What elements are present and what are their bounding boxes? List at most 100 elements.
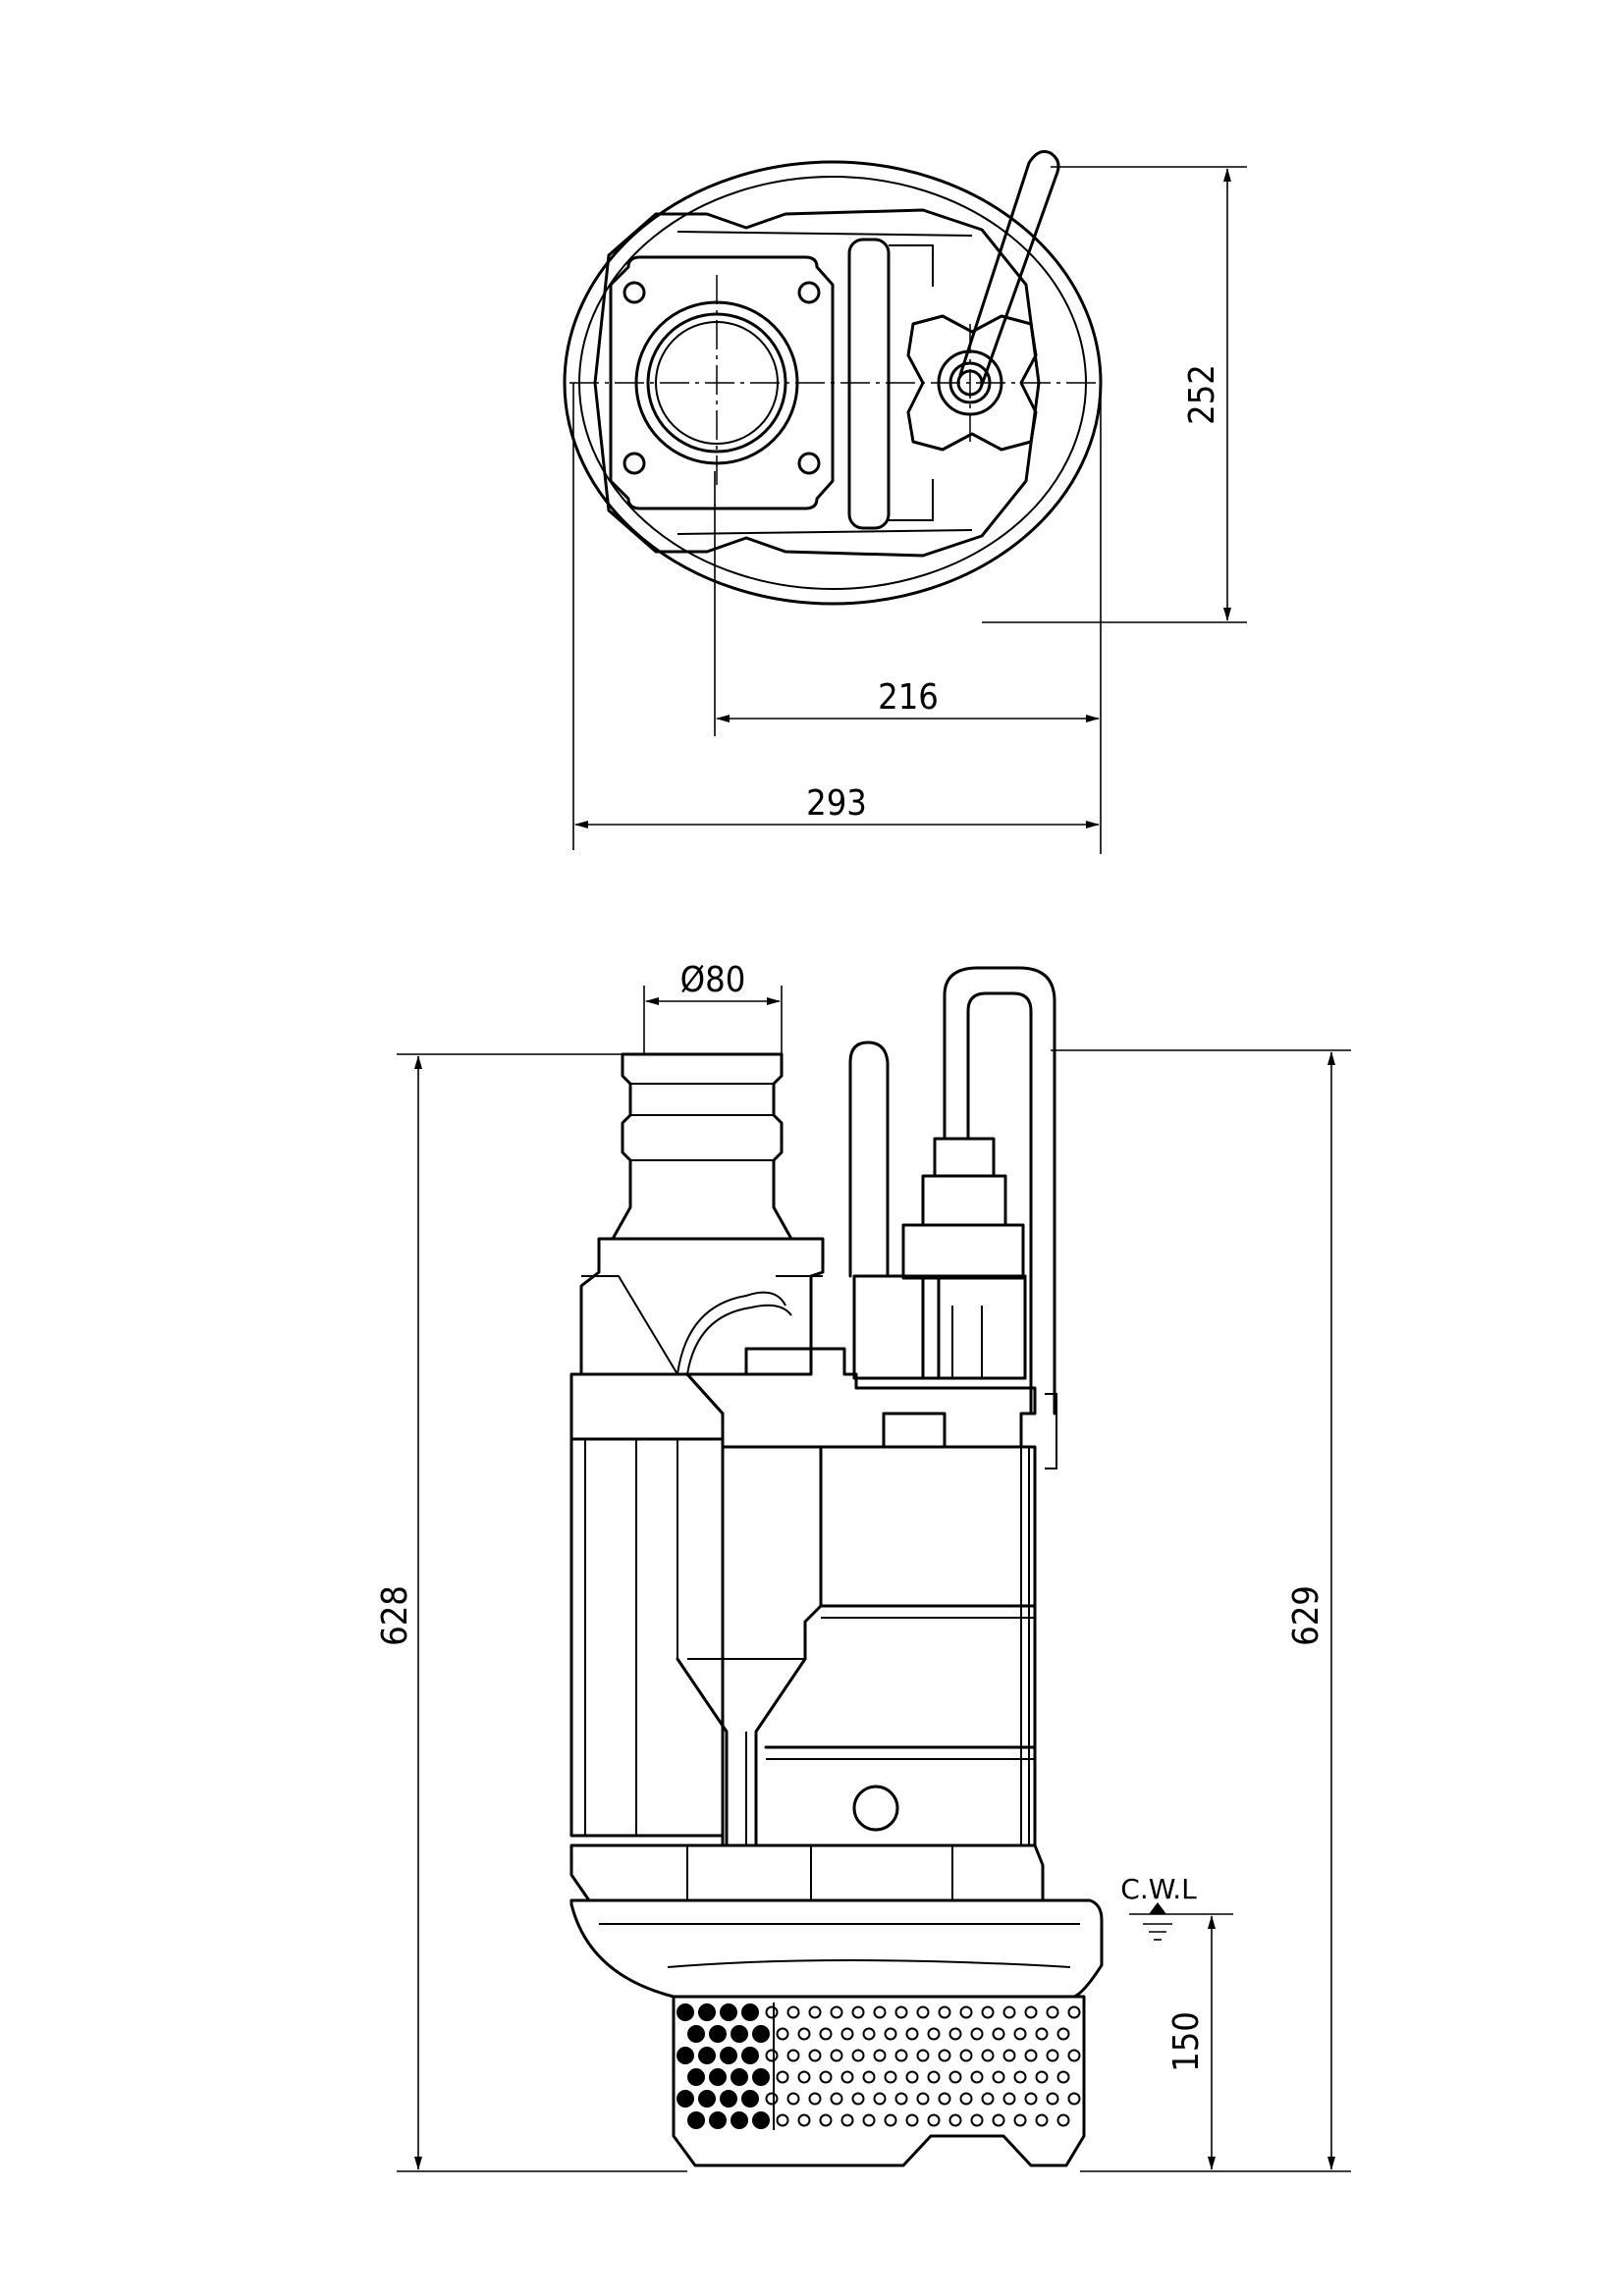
- strainer-hole: [927, 2070, 941, 2084]
- strainer-holes: [677, 2003, 1081, 2129]
- strainer-hole: [981, 2005, 995, 2019]
- outlet-flange: [609, 255, 835, 510]
- strainer-hole: [720, 2047, 737, 2064]
- lifting-handle: [958, 149, 1060, 387]
- strainer-hole: [840, 2070, 854, 2084]
- seal-chamber: [754, 1445, 823, 1847]
- strainer-hole: [677, 2003, 694, 2021]
- strainer-hole: [1013, 2070, 1027, 2084]
- strainer-hole: [884, 2027, 897, 2041]
- strainer-hole: [786, 2092, 800, 2106]
- strainer-hole: [797, 2070, 811, 2084]
- motor-casing-left: [569, 1372, 725, 1441]
- strainer-hole: [698, 2047, 716, 2064]
- strainer-hole: [776, 2027, 789, 2041]
- strainer-hole: [687, 2111, 705, 2129]
- strainer-hole: [905, 2027, 919, 2041]
- strainer-hole: [687, 2068, 705, 2086]
- strainer-hole: [709, 2068, 727, 2086]
- top-view-dimensions: 252 216 293: [572, 166, 1247, 854]
- strainer-hole: [687, 2025, 705, 2043]
- strainer-hole: [698, 2003, 716, 2021]
- dim-outlet-diameter: Ø80: [680, 960, 746, 1000]
- strainer-hole: [1035, 2070, 1049, 2084]
- motor-head-outline: [593, 208, 1041, 558]
- dim-height-left: 628: [375, 1585, 415, 1646]
- strainer-hole: [1067, 2005, 1081, 2019]
- strainer-hole: [677, 2047, 694, 2064]
- strainer-hole: [830, 2049, 843, 2062]
- strainer-hole: [862, 2027, 876, 2041]
- strainer-hole: [830, 2005, 843, 2019]
- side-lifting-handle: [943, 966, 1056, 1415]
- dim-width-overall: 293: [806, 783, 867, 824]
- strainer-hole: [786, 2049, 800, 2062]
- strainer-hole: [905, 2070, 919, 2084]
- strainer-hole: [981, 2049, 995, 2062]
- strainer-hole: [808, 2092, 822, 2106]
- strainer-hole: [741, 2047, 759, 2064]
- strainer-hole: [862, 2113, 876, 2127]
- strainer-hole: [1035, 2113, 1049, 2127]
- strainer-hole: [948, 2113, 962, 2127]
- strainer-hole: [776, 2070, 789, 2084]
- strainer-hole: [1056, 2070, 1070, 2084]
- strainer-hole: [894, 2005, 908, 2019]
- dim-cwl: 150: [1166, 2011, 1207, 2072]
- strainer-hole: [959, 2005, 973, 2019]
- strainer-hole: [808, 2005, 822, 2019]
- strainer-hole: [862, 2070, 876, 2084]
- strainer-hole: [992, 2027, 1005, 2041]
- strainer-hole: [1002, 2092, 1016, 2106]
- side-view-dimensions: Ø80 628 629 C.W.L 150: [375, 960, 1351, 2172]
- strainer-hole: [927, 2027, 941, 2041]
- strainer-hole: [948, 2070, 962, 2084]
- strainer-hole: [765, 2049, 779, 2062]
- strainer-hole: [1046, 2092, 1059, 2106]
- strainer-hole: [808, 2049, 822, 2062]
- cable-gland-box: [906, 314, 1038, 452]
- strainer-hole: [765, 2092, 779, 2106]
- strainer-hole: [992, 2113, 1005, 2127]
- strainer: [672, 1995, 1086, 2167]
- dim-height-top: 252: [1182, 364, 1222, 425]
- strainer-hole: [1035, 2027, 1049, 2041]
- cable-gland: [921, 1174, 1007, 1227]
- strainer-hole: [948, 2027, 962, 2041]
- strainer-hole: [1002, 2049, 1016, 2062]
- inspection-plug: [852, 1785, 899, 1832]
- strainer-hole: [741, 2090, 759, 2108]
- strainer-hole: [927, 2113, 941, 2127]
- strainer-hole: [819, 2113, 833, 2127]
- strainer-hole: [981, 2092, 995, 2106]
- strainer-hole: [959, 2049, 973, 2062]
- strainer-hole: [970, 2070, 984, 2084]
- strainer-hole: [1056, 2027, 1070, 2041]
- dim-width-partial: 216: [878, 677, 939, 718]
- strainer-hole: [970, 2027, 984, 2041]
- strainer-hole: [752, 2068, 770, 2086]
- terminal-box: [852, 1274, 941, 1380]
- strainer-hole: [731, 2111, 748, 2129]
- strainer-hole: [765, 2005, 779, 2019]
- strainer-hole: [720, 2090, 737, 2108]
- strainer-hole: [884, 2070, 897, 2084]
- strainer-hole: [851, 2005, 865, 2019]
- strainer-hole: [1024, 2049, 1038, 2062]
- strainer-hole: [1024, 2092, 1038, 2106]
- strainer-hole: [752, 2111, 770, 2129]
- strainer-hole: [894, 2092, 908, 2106]
- strainer-hole: [677, 2090, 694, 2108]
- strainer-hole: [873, 2049, 887, 2062]
- strainer-hole: [709, 2111, 727, 2129]
- strainer-hole: [1067, 2092, 1081, 2106]
- strainer-hole: [819, 2027, 833, 2041]
- top-view: [563, 149, 1103, 606]
- strainer-hole: [873, 2005, 887, 2019]
- strainer-hole: [1046, 2005, 1059, 2019]
- strainer-hole: [720, 2003, 737, 2021]
- discharge-housing: [579, 1237, 825, 1376]
- strainer-hole: [1024, 2005, 1038, 2019]
- strainer-hole: [1046, 2049, 1059, 2062]
